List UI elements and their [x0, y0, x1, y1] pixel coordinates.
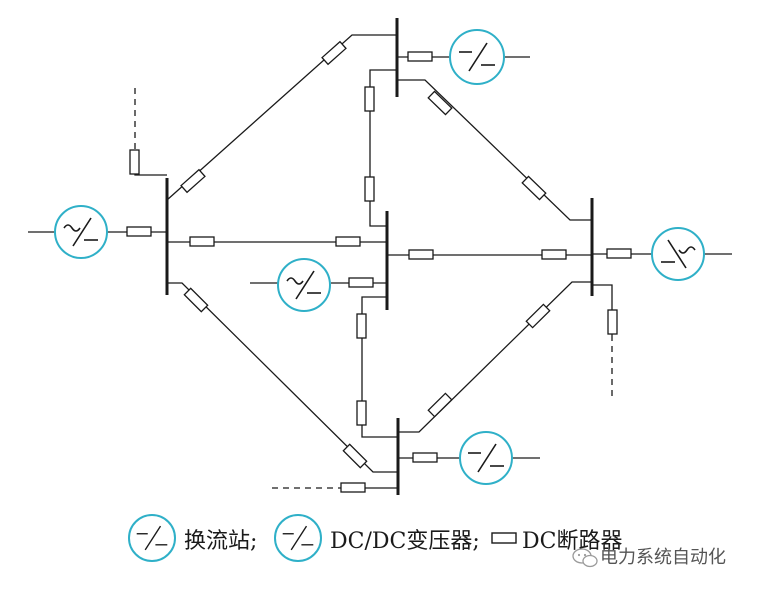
breaker-top-center-b	[364, 176, 375, 202]
breaker-center-right-b	[541, 249, 567, 260]
watermark-text: 电力系统自动化	[600, 547, 726, 568]
breaker-bottom-conv	[412, 452, 438, 463]
breaker-bottom-feeder	[340, 482, 366, 493]
bus-bars	[165, 18, 594, 495]
converter-left	[54, 205, 108, 259]
line-center-bottom	[361, 296, 398, 438]
legend-converter-label: 换流站;	[184, 529, 257, 554]
breaker-top-right-a	[427, 90, 453, 116]
breaker-left-center-a	[189, 236, 215, 247]
breaker-left-bottom-b	[342, 443, 368, 469]
ac-dc-converter-icon	[128, 514, 176, 562]
line-left-top	[166, 34, 397, 201]
breaker-top-center-a	[364, 86, 375, 112]
breaker-right-feeder	[607, 309, 618, 335]
breaker-center-right-a	[408, 249, 434, 260]
breaker-top-conv	[407, 51, 433, 62]
dc-breakers	[126, 40, 632, 493]
converter-stations	[54, 29, 705, 485]
breaker-top-right-b	[521, 175, 547, 201]
breaker-center-conv	[348, 277, 374, 288]
watermark: 电力系统自动化	[572, 547, 726, 568]
line-left-bottom	[167, 282, 398, 473]
dc-lines	[28, 34, 732, 489]
dcdc-transformer-bottom	[459, 431, 513, 485]
line-right-bottom	[398, 281, 592, 433]
breaker-center-bottom-b	[356, 400, 367, 426]
dcdc-transformer-top	[449, 29, 505, 85]
breaker-left-top-b	[321, 40, 347, 66]
legend-breaker-label: DC断路器	[522, 529, 622, 554]
line-top-right	[397, 79, 592, 221]
breaker-center-bottom-a	[356, 313, 367, 339]
line-left-feeder	[134, 150, 167, 176]
breaker-left-feeder	[129, 149, 140, 175]
breaker-right-bottom-a	[525, 303, 551, 329]
dc-dc-transformer-icon	[274, 514, 322, 562]
converter-center	[277, 258, 331, 312]
converter-right	[651, 227, 705, 281]
breaker-left-bottom-a	[183, 287, 209, 313]
breaker-left-top-a	[180, 168, 206, 194]
legend-dcdc-label: DC/DC变压器;	[330, 529, 480, 554]
breaker-left-center-b	[335, 236, 361, 247]
breaker-right-bottom-b	[427, 392, 453, 418]
breaker-right-conv	[606, 248, 632, 259]
wechat-icon	[572, 548, 598, 568]
legend: 换流站; DC/DC变压器; DC断路器	[128, 514, 622, 562]
line-top-center	[369, 69, 397, 227]
dc-breaker-icon	[491, 532, 517, 544]
breaker-left-conv	[126, 226, 152, 237]
